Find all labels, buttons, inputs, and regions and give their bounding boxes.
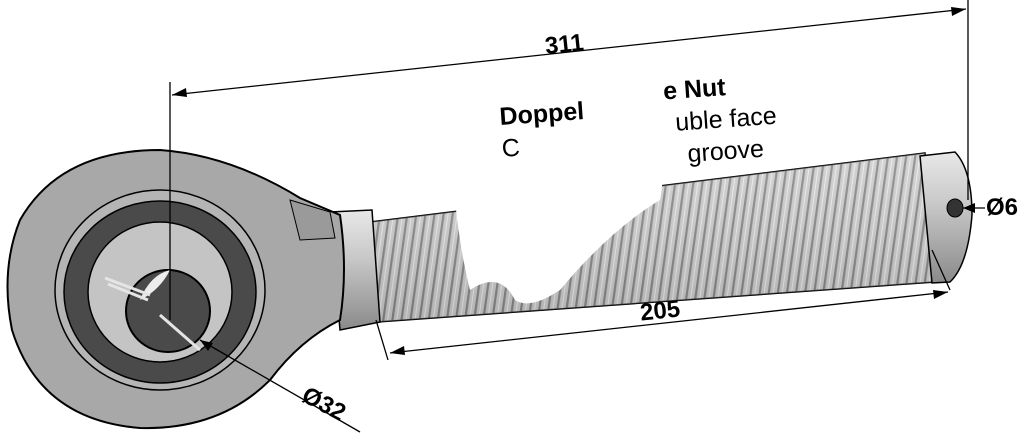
note-line1-end: e Nut [662, 73, 727, 105]
note-line2-start: C [501, 134, 521, 163]
note-overlay [455, 85, 663, 304]
note-line2-end: uble face [674, 102, 777, 137]
dimension-205-label: 205 [639, 295, 682, 326]
note-line1-start: Doppel [499, 97, 585, 131]
pin-hole [946, 198, 964, 218]
dimension-311-label: 311 [544, 29, 585, 60]
ball-bore [125, 269, 211, 353]
dimension-arrows [172, 7, 975, 355]
part-note: Doppel e Nut C uble face groove [499, 73, 778, 168]
dimension-lines [169, 0, 985, 433]
rod-end-cap [919, 151, 973, 284]
rod-eye-housing [6, 148, 345, 430]
dimension-bore-label: Ø32 [297, 382, 350, 427]
note-line3-end: groove [687, 135, 765, 168]
dimension-pin-hole-label: Ø6 [986, 194, 1018, 221]
